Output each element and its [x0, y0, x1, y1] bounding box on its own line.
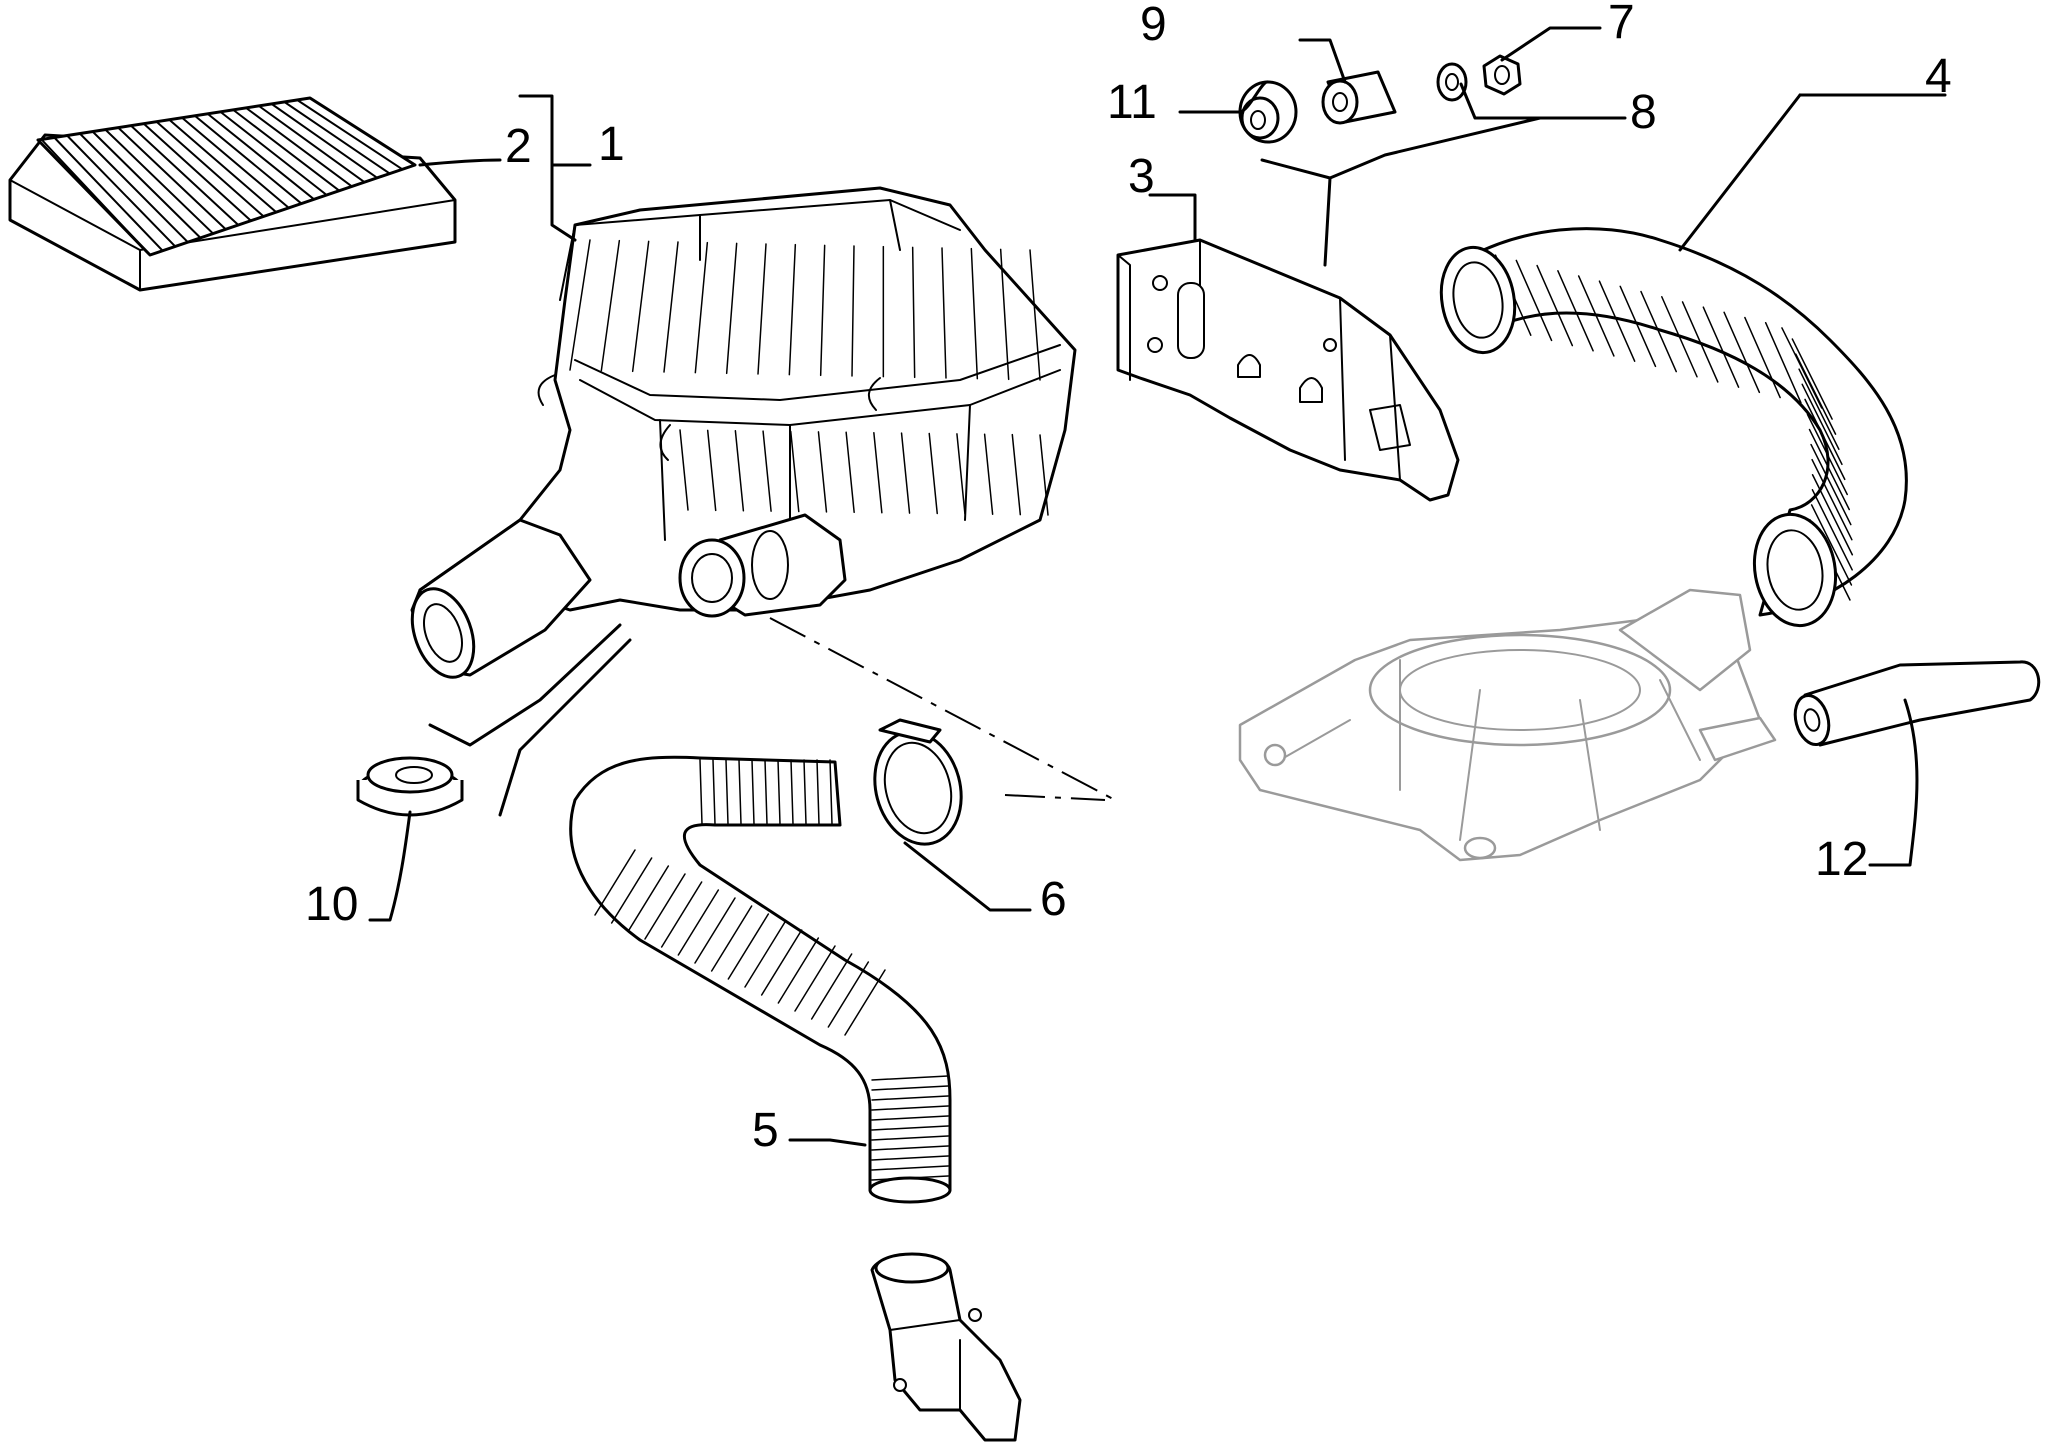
callout-4: 4	[1925, 50, 1952, 103]
intake-hose	[1439, 227, 1908, 628]
flexible-hose	[569, 755, 952, 1204]
ghost-intake-cover	[1238, 588, 1777, 862]
air-filter-element	[8, 96, 457, 292]
callout-6: 6	[1040, 873, 1067, 926]
hose-clamp	[873, 718, 963, 846]
callout-11: 11	[1107, 76, 1157, 129]
air-cleaner-housing	[410, 186, 1077, 679]
small-hose	[1793, 660, 2041, 747]
washer-8	[1436, 62, 1468, 102]
mounting-bracket	[1116, 238, 1460, 502]
leader-lines	[368, 26, 1947, 1147]
callout-labels: 1 2 3 4 5 6 7 8 9 10 11 12	[305, 0, 1952, 1157]
callout-5: 5	[752, 1104, 779, 1157]
callout-7: 7	[1608, 0, 1635, 49]
callout-2: 2	[505, 120, 532, 173]
callout-12: 12	[1815, 833, 1868, 886]
callout-8: 8	[1630, 86, 1657, 139]
grommet-11	[1238, 80, 1298, 144]
nut-7	[1482, 54, 1522, 96]
callout-10: 10	[305, 878, 358, 931]
callout-3: 3	[1128, 150, 1155, 203]
spacer-9	[1321, 70, 1397, 125]
callout-9: 9	[1140, 0, 1167, 51]
grommet-10	[356, 756, 464, 817]
callout-1: 1	[598, 118, 625, 171]
bottom-outlet	[870, 1252, 1022, 1442]
